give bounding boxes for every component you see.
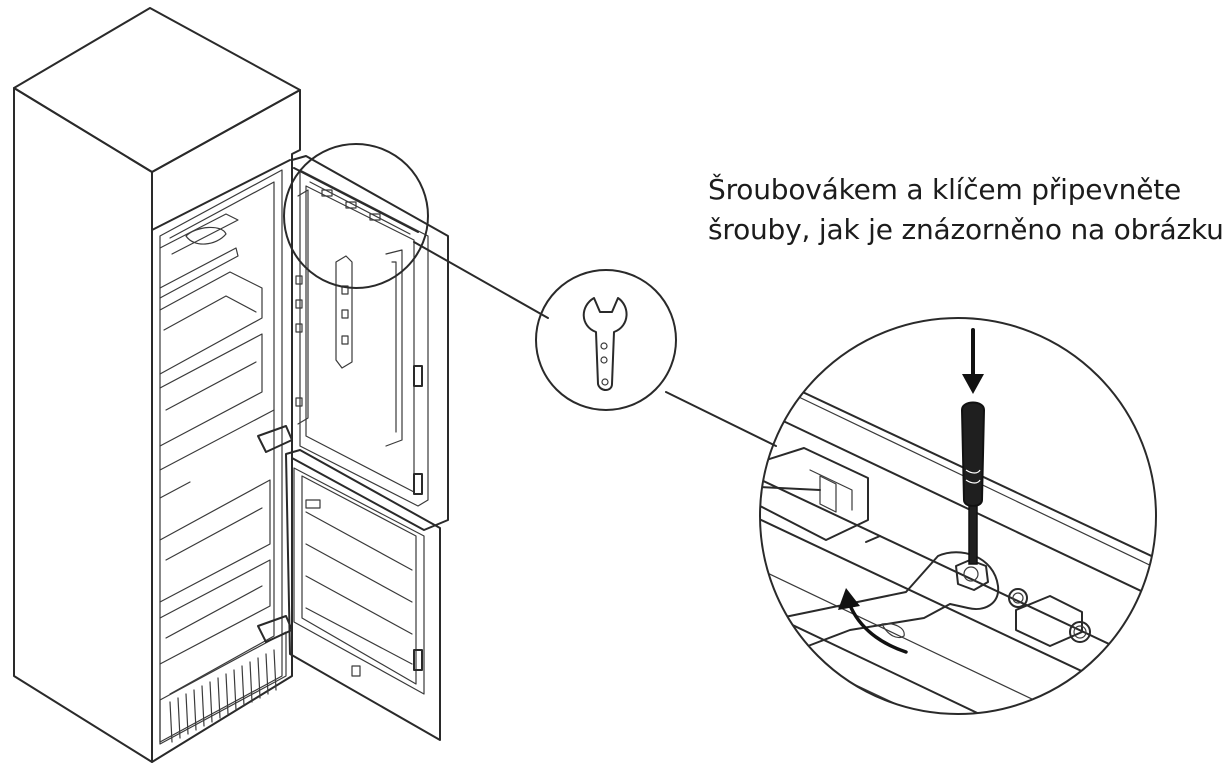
- instruction-line-1: Šroubovákem a klíčem připevněte: [708, 173, 1182, 206]
- wrench-callout: [535, 269, 677, 411]
- direction-arrow-down-icon: [962, 328, 984, 394]
- fridge-interior-shelves: [159, 213, 287, 745]
- magnify-circle-hinge: [283, 143, 429, 289]
- instruction-caption: Šroubovákem a klíčem připevněte šrouby, …: [708, 170, 1226, 250]
- screwdriver-icon: [960, 401, 986, 565]
- rotation-arrow-icon: [838, 588, 908, 654]
- upper-door: [291, 155, 449, 531]
- leader-line-2: [665, 391, 777, 447]
- fridge-cabinet: [13, 7, 301, 763]
- instruction-line-2: šrouby, jak je znázorněno na obrázku.: [708, 213, 1226, 246]
- top-hinge-strip: [293, 167, 419, 235]
- wrench-icon: [582, 297, 628, 391]
- detail-callout: [759, 317, 1157, 715]
- leader-line-1: [413, 241, 549, 319]
- lower-door: [257, 425, 441, 741]
